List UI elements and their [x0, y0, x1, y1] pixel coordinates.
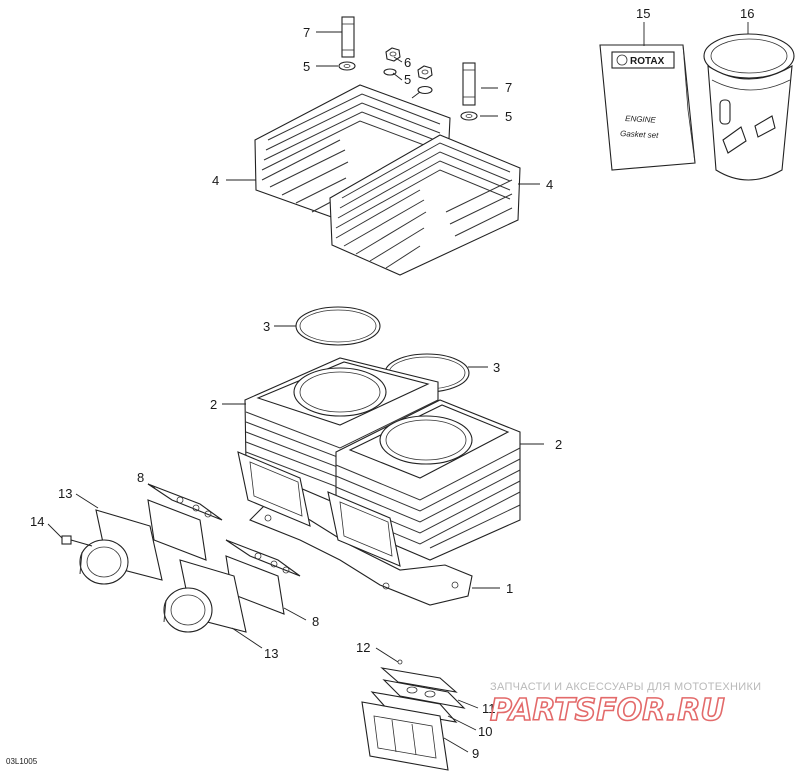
intake-port-right — [327, 491, 401, 567]
callout-6: 6 — [404, 55, 411, 70]
stud-left — [341, 16, 355, 58]
washer-mid — [417, 85, 433, 95]
callout-3a: 3 — [263, 319, 270, 334]
diagram-code: 03L1005 — [6, 757, 38, 766]
booklet-line1: ENGINE — [625, 114, 657, 125]
callout-14: 14 — [30, 514, 44, 529]
booklet-line2: Gasket set — [620, 129, 659, 140]
watermark: ЗАПЧАСТИ И АКСЕССУАРЫ ДЛЯ МОТОТЕХНИКИ PA… — [489, 681, 761, 729]
callout-4a: 4 — [212, 173, 219, 188]
leader-lines — [47, 22, 749, 753]
gasket-set-booklet: ROTAX ENGINE Gasket set — [599, 44, 696, 171]
intake-manifold-upper — [79, 509, 163, 585]
washer-right — [460, 111, 478, 121]
reed-petal-11 — [382, 679, 466, 709]
callout-10: 10 — [478, 724, 492, 739]
cylinder-head-left — [254, 84, 451, 221]
watermark-logo: PARTSFOR.RU — [490, 693, 725, 728]
callout-2b: 2 — [555, 437, 562, 452]
washer-left — [338, 61, 356, 71]
reed-gasket-upper — [147, 483, 223, 561]
callout-5b: 5 — [404, 72, 411, 87]
reed-block-9 — [361, 701, 449, 771]
callout-8a: 8 — [137, 470, 144, 485]
callout-4b: 4 — [546, 177, 553, 192]
nut-lower — [417, 65, 433, 80]
callout-7a: 7 — [303, 25, 310, 40]
callout-16: 16 — [740, 6, 754, 21]
callouts: 7 5 6 5 7 5 4 4 15 16 3 3 2 2 1 8 8 13 1… — [30, 6, 754, 761]
callout-7b: 7 — [505, 80, 512, 95]
callout-1: 1 — [506, 581, 513, 596]
stud-right — [462, 62, 476, 106]
callout-12: 12 — [356, 640, 370, 655]
base-gasket — [249, 499, 473, 606]
reed-gasket-lower — [225, 539, 301, 615]
nut-upper — [385, 47, 401, 62]
callout-13a: 13 — [58, 486, 72, 501]
booklet-brand: ROTAX — [630, 56, 665, 67]
intake-manifold-lower — [163, 559, 247, 633]
callout-3b: 3 — [493, 360, 500, 375]
cylinder-sleeve — [703, 33, 795, 181]
cylinder-head-right — [329, 134, 521, 276]
intake-port-left — [237, 451, 311, 527]
o-ring-left — [295, 306, 381, 346]
callout-9: 9 — [472, 746, 479, 761]
reed-gasket-10 — [370, 691, 458, 723]
callout-5a: 5 — [303, 59, 310, 74]
manifold-screw — [61, 535, 93, 547]
callout-15: 15 — [636, 6, 650, 21]
callout-11: 11 — [482, 701, 496, 716]
callout-8b: 8 — [312, 614, 319, 629]
callout-13b: 13 — [264, 646, 278, 661]
callout-2a: 2 — [210, 397, 217, 412]
callout-5c: 5 — [505, 109, 512, 124]
watermark-caption: ЗАПЧАСТИ И АКСЕССУАРЫ ДЛЯ МОТОТЕХНИКИ — [490, 681, 761, 693]
